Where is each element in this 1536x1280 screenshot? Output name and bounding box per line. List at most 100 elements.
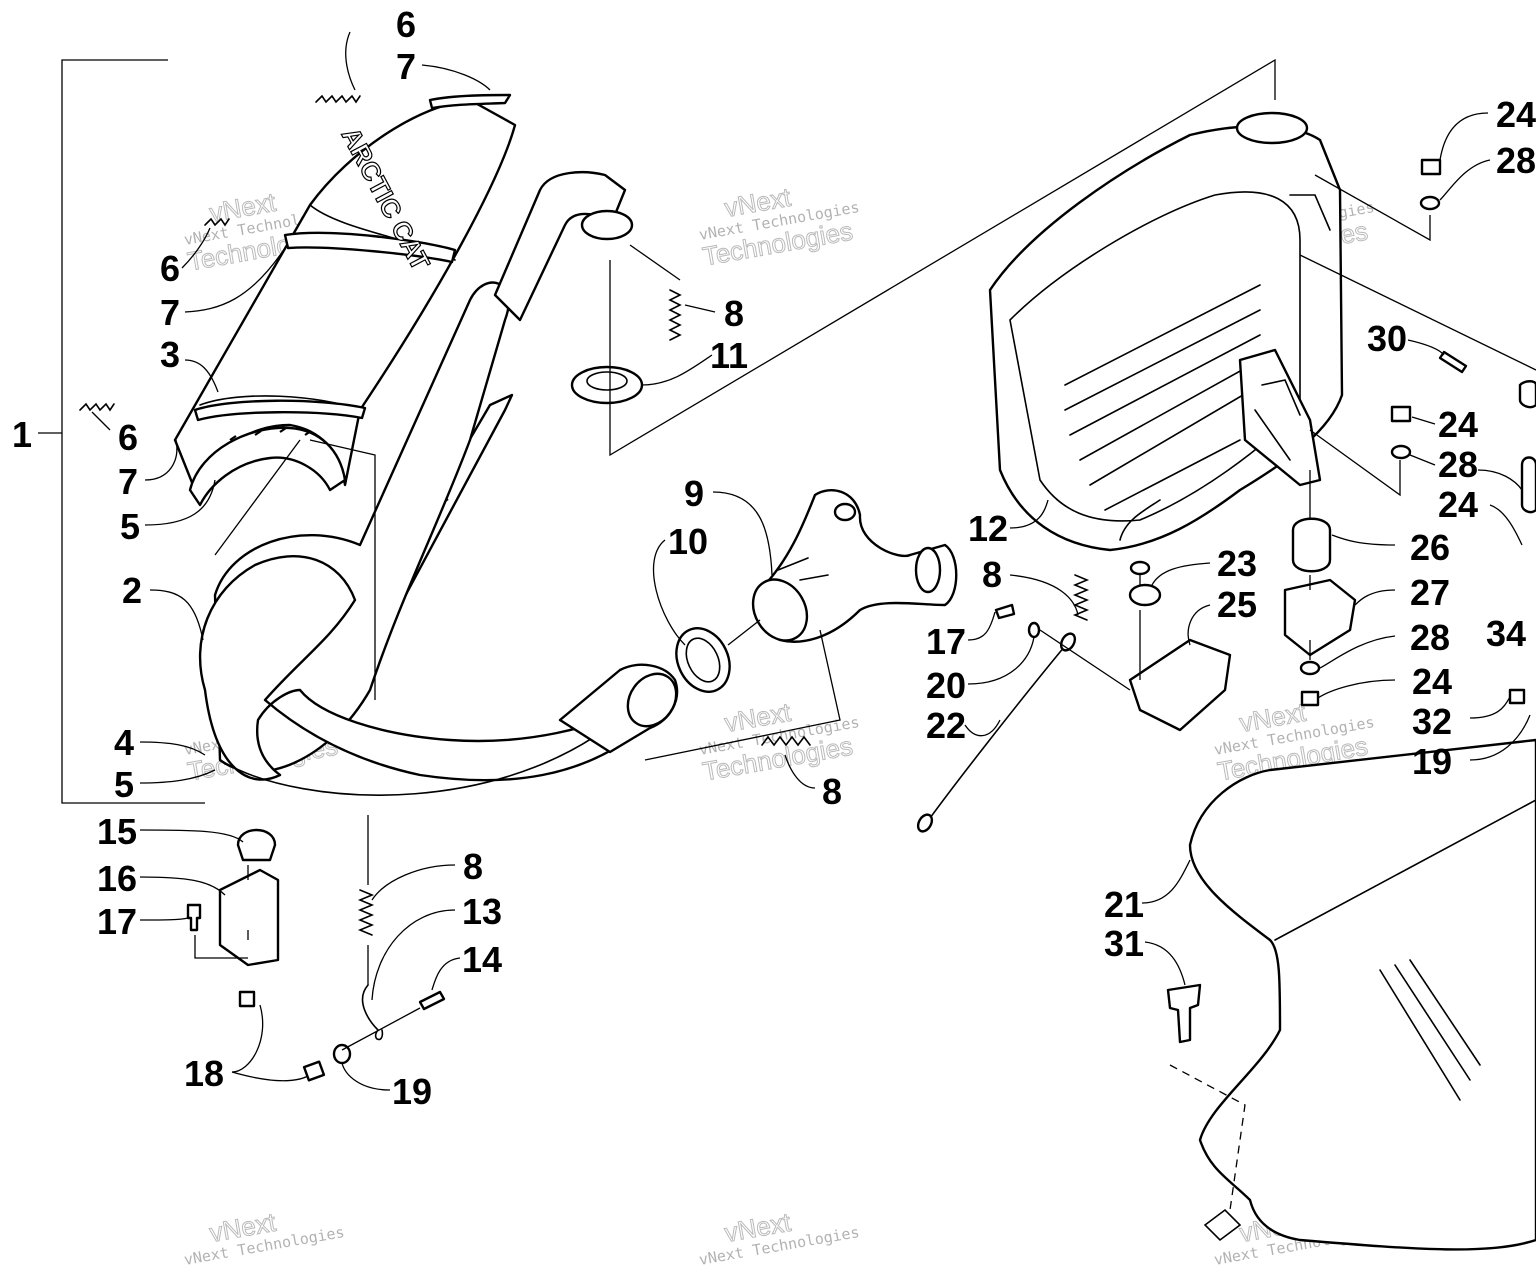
silencer-mount-bracket bbox=[1128, 638, 1232, 732]
callout-label: 13 bbox=[462, 891, 502, 932]
grommet-hole bbox=[586, 371, 628, 391]
spring-icon bbox=[79, 402, 115, 412]
leader-line bbox=[139, 829, 244, 843]
callout-label: 26 bbox=[1410, 527, 1450, 568]
leader-line bbox=[184, 359, 219, 393]
assembly-line bbox=[629, 244, 681, 281]
leader-line bbox=[91, 411, 111, 431]
expansion-chamber bbox=[198, 171, 679, 796]
callout-label: 24 bbox=[1496, 94, 1536, 135]
nut bbox=[238, 990, 256, 1008]
silencer-grille bbox=[1064, 284, 1261, 511]
leader-line bbox=[1411, 416, 1436, 425]
callout-label: 25 bbox=[1217, 584, 1257, 625]
spring-icon bbox=[668, 289, 682, 341]
leader-line bbox=[684, 304, 716, 313]
leader-line bbox=[1331, 534, 1396, 546]
nut bbox=[1390, 405, 1412, 423]
tail-pipe bbox=[493, 171, 627, 322]
small-grommet bbox=[1129, 560, 1151, 576]
leader-line bbox=[184, 247, 286, 313]
callout-label: 24 bbox=[1438, 404, 1478, 445]
gasket-ring-inner bbox=[685, 637, 721, 683]
callout-label: 6 bbox=[396, 4, 416, 45]
callout-label: 18 bbox=[184, 1053, 224, 1094]
leader-line bbox=[371, 909, 456, 1001]
silencer-bracket bbox=[1238, 348, 1322, 487]
leader-line bbox=[1141, 859, 1191, 904]
callout-label: 17 bbox=[97, 901, 137, 942]
belly-pan-edge bbox=[1274, 799, 1536, 1101]
leader-line bbox=[139, 741, 206, 756]
washer bbox=[1419, 195, 1441, 211]
manifold-outlet bbox=[751, 578, 809, 642]
leader-line bbox=[964, 719, 1001, 737]
mount-plate bbox=[1283, 578, 1357, 657]
partial-washer bbox=[1518, 380, 1536, 409]
callout-label: 30 bbox=[1367, 318, 1407, 359]
mount-bracket bbox=[218, 868, 280, 967]
callout-label: 7 bbox=[118, 461, 138, 502]
leader-line bbox=[652, 539, 686, 646]
silencer-top-tab bbox=[1289, 194, 1331, 231]
callout-label: 1 bbox=[12, 414, 32, 455]
callout-label: 5 bbox=[114, 764, 134, 805]
assembly-line bbox=[1314, 174, 1431, 242]
gasket-ring bbox=[675, 627, 731, 693]
leader-line bbox=[1439, 159, 1491, 201]
leader-line bbox=[149, 589, 204, 641]
small-grommet bbox=[1128, 583, 1162, 607]
callout-label: 27 bbox=[1410, 572, 1450, 613]
pipe-outlet-mouth bbox=[626, 672, 678, 728]
leader-line bbox=[1489, 504, 1523, 546]
hardware bbox=[186, 158, 1536, 1082]
callout-label: 34 bbox=[1486, 613, 1526, 654]
heat-shield: ARCTIC CAT bbox=[173, 93, 517, 507]
ground-strap bbox=[924, 639, 1071, 826]
hose-clamp-middle bbox=[283, 231, 457, 264]
hose-clamp-upper bbox=[428, 93, 512, 110]
spring-icon bbox=[315, 94, 361, 104]
manifold-flange-port bbox=[914, 546, 942, 594]
watermark: vNext vNext Technologies bbox=[698, 1206, 861, 1269]
leader-line bbox=[1317, 679, 1396, 699]
callout-label: 21 bbox=[1104, 884, 1144, 925]
silencer-bracket-cutout bbox=[1254, 379, 1301, 461]
pipe-edge bbox=[219, 699, 641, 796]
callout-label: 24 bbox=[1438, 484, 1478, 525]
nut bbox=[302, 1060, 326, 1082]
leader-line bbox=[139, 876, 226, 896]
springs bbox=[79, 94, 1090, 936]
callout-label: 24 bbox=[1412, 661, 1452, 702]
hose-clamp-lower bbox=[193, 399, 367, 422]
callout-label: 16 bbox=[97, 858, 137, 899]
callout-label: 6 bbox=[160, 248, 180, 289]
leader-line bbox=[1319, 635, 1396, 669]
leader-line bbox=[371, 864, 456, 901]
belly-pan-body bbox=[1188, 738, 1536, 1251]
callout-label: 12 bbox=[968, 508, 1008, 549]
callout-label: 20 bbox=[926, 665, 966, 706]
leader-line bbox=[1407, 339, 1445, 356]
callout-label: 4 bbox=[114, 722, 134, 763]
leader-line bbox=[421, 64, 491, 91]
assembly-line bbox=[727, 619, 761, 646]
callout-label: 8 bbox=[982, 554, 1002, 595]
leader-line bbox=[139, 769, 216, 784]
assembly-line bbox=[309, 439, 376, 700]
leader-line bbox=[181, 227, 211, 269]
callout-leaders bbox=[91, 31, 1531, 1091]
leader-line bbox=[341, 1062, 391, 1091]
spring-icon bbox=[357, 889, 375, 936]
watermark: vNext vNext Technologies bbox=[183, 1206, 346, 1269]
leader-line bbox=[231, 1004, 264, 1073]
callout-label: 7 bbox=[160, 292, 180, 333]
bolt bbox=[418, 990, 446, 1011]
leader-line bbox=[1409, 454, 1436, 466]
assembly-line bbox=[1309, 429, 1401, 497]
bolt bbox=[994, 603, 1016, 620]
callout-label: 19 bbox=[392, 1071, 432, 1112]
callout-label: 8 bbox=[822, 771, 842, 812]
leader-line bbox=[1151, 562, 1211, 586]
callout-label: 23 bbox=[1217, 543, 1257, 584]
